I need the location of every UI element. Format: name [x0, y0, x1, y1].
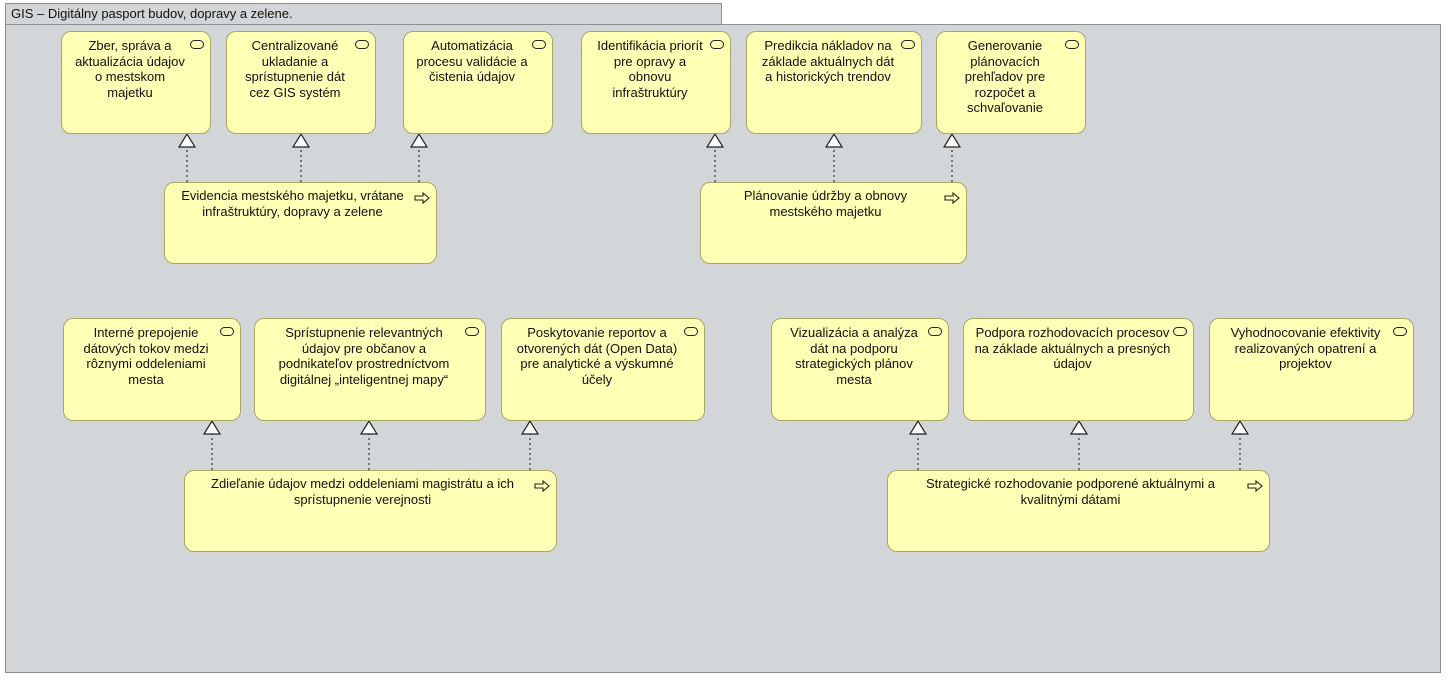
service-s2[interactable]: Centralizované ukladanie a sprístupnenie…: [226, 31, 376, 134]
service-s11[interactable]: Podpora rozhodovacích procesov na základ…: [963, 318, 1194, 421]
service-label: Sprístupnenie relevantných údajov pre ob…: [278, 325, 450, 387]
service-icon: [928, 327, 942, 336]
process-label: Plánovanie údržby a obnovy mestského maj…: [743, 188, 908, 219]
realization-arrow: [410, 133, 428, 148]
service-label: Zber, správa a aktualizácia údajov o mes…: [75, 38, 185, 100]
process-arrow-icon: [414, 192, 430, 204]
process-arrow-icon: [944, 192, 960, 204]
service-icon: [1065, 40, 1079, 49]
service-icon: [710, 40, 724, 49]
service-label: Generovanie plánovacích prehľadov pre ro…: [964, 38, 1046, 115]
service-label: Podpora rozhodovacích procesov na základ…: [974, 325, 1171, 371]
service-icon: [220, 327, 234, 336]
service-s9[interactable]: Poskytovanie reportov a otvorených dát (…: [501, 318, 705, 421]
process-p4[interactable]: Strategické rozhodovanie podporené aktuá…: [887, 470, 1270, 552]
realization-arrow: [1231, 420, 1249, 435]
service-icon: [1393, 327, 1407, 336]
process-arrow-icon: [534, 480, 550, 492]
service-icon: [355, 40, 369, 49]
service-icon: [465, 327, 479, 336]
realization-arrow: [521, 420, 539, 435]
service-s5[interactable]: Predikcia nákladov na základe aktuálnych…: [746, 31, 922, 134]
realization-arrow: [203, 420, 221, 435]
process-label: Evidencia mestského majetku, vrátane inf…: [181, 188, 404, 219]
service-icon: [684, 327, 698, 336]
service-label: Vizualizácia a analýza dát na podporu st…: [790, 325, 918, 387]
realization-arrow: [1070, 420, 1088, 435]
service-s4[interactable]: Identifikácia priorít pre opravy a obnov…: [581, 31, 731, 134]
process-label: Strategické rozhodovanie podporené aktuá…: [925, 476, 1216, 507]
service-s6[interactable]: Generovanie plánovacích prehľadov pre ro…: [936, 31, 1086, 134]
service-s7[interactable]: Interné prepojenie dátových tokov medzi …: [63, 318, 241, 421]
realization-arrow: [909, 420, 927, 435]
realization-arrow: [292, 133, 310, 148]
process-p2[interactable]: Plánovanie údržby a obnovy mestského maj…: [700, 182, 967, 264]
realization-arrow: [178, 133, 196, 148]
realization-arrow: [943, 133, 961, 148]
process-arrow-icon: [1247, 480, 1263, 492]
process-p3[interactable]: Zdieľanie údajov medzi oddeleniami magis…: [184, 470, 557, 552]
realization-arrow: [706, 133, 724, 148]
service-s1[interactable]: Zber, správa a aktualizácia údajov o mes…: [61, 31, 211, 134]
service-icon: [532, 40, 546, 49]
service-label: Vyhodnocovanie efektivity realizovaných …: [1230, 325, 1381, 371]
service-s12[interactable]: Vyhodnocovanie efektivity realizovaných …: [1209, 318, 1414, 421]
service-label: Automatizácia procesu validácie a čisten…: [416, 38, 528, 84]
service-icon: [1173, 327, 1187, 336]
process-label: Zdieľanie údajov medzi oddeleniami magis…: [211, 476, 514, 507]
service-label: Interné prepojenie dátových tokov medzi …: [83, 325, 209, 387]
service-icon: [190, 40, 204, 49]
service-label: Centralizované ukladanie a sprístupnenie…: [245, 38, 345, 100]
service-label: Identifikácia priorít pre opravy a obnov…: [597, 38, 703, 100]
service-icon: [901, 40, 915, 49]
service-label: Poskytovanie reportov a otvorených dát (…: [516, 325, 678, 387]
group-title: GIS – Digitálny pasport budov, dopravy a…: [11, 6, 293, 21]
service-label: Predikcia nákladov na základe aktuálnych…: [761, 38, 895, 84]
service-s3[interactable]: Automatizácia procesu validácie a čisten…: [403, 31, 553, 134]
process-p1[interactable]: Evidencia mestského majetku, vrátane inf…: [164, 182, 437, 264]
group-title-tab[interactable]: GIS – Digitálny pasport budov, dopravy a…: [5, 3, 722, 25]
realization-arrow: [825, 133, 843, 148]
realization-arrow: [360, 420, 378, 435]
service-s10[interactable]: Vizualizácia a analýza dát na podporu st…: [771, 318, 949, 421]
service-s8[interactable]: Sprístupnenie relevantných údajov pre ob…: [254, 318, 486, 421]
